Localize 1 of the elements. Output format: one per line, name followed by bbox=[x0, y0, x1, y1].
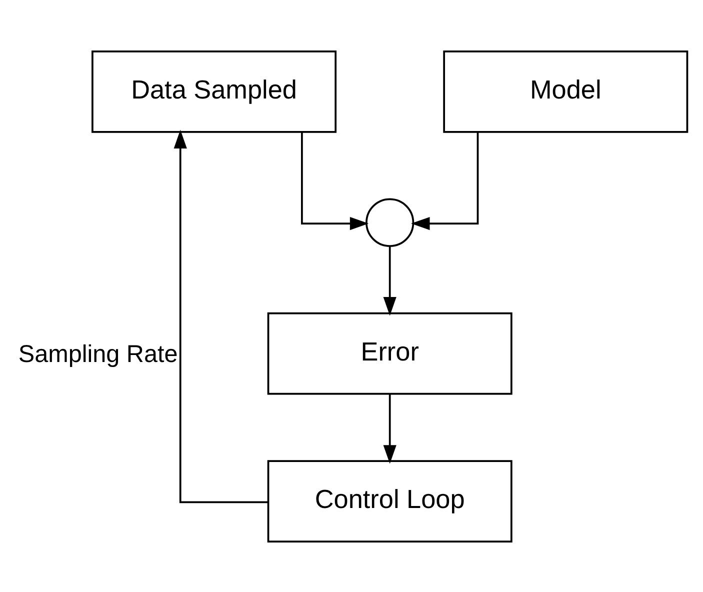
edge-label: Sampling Rate bbox=[18, 340, 178, 368]
